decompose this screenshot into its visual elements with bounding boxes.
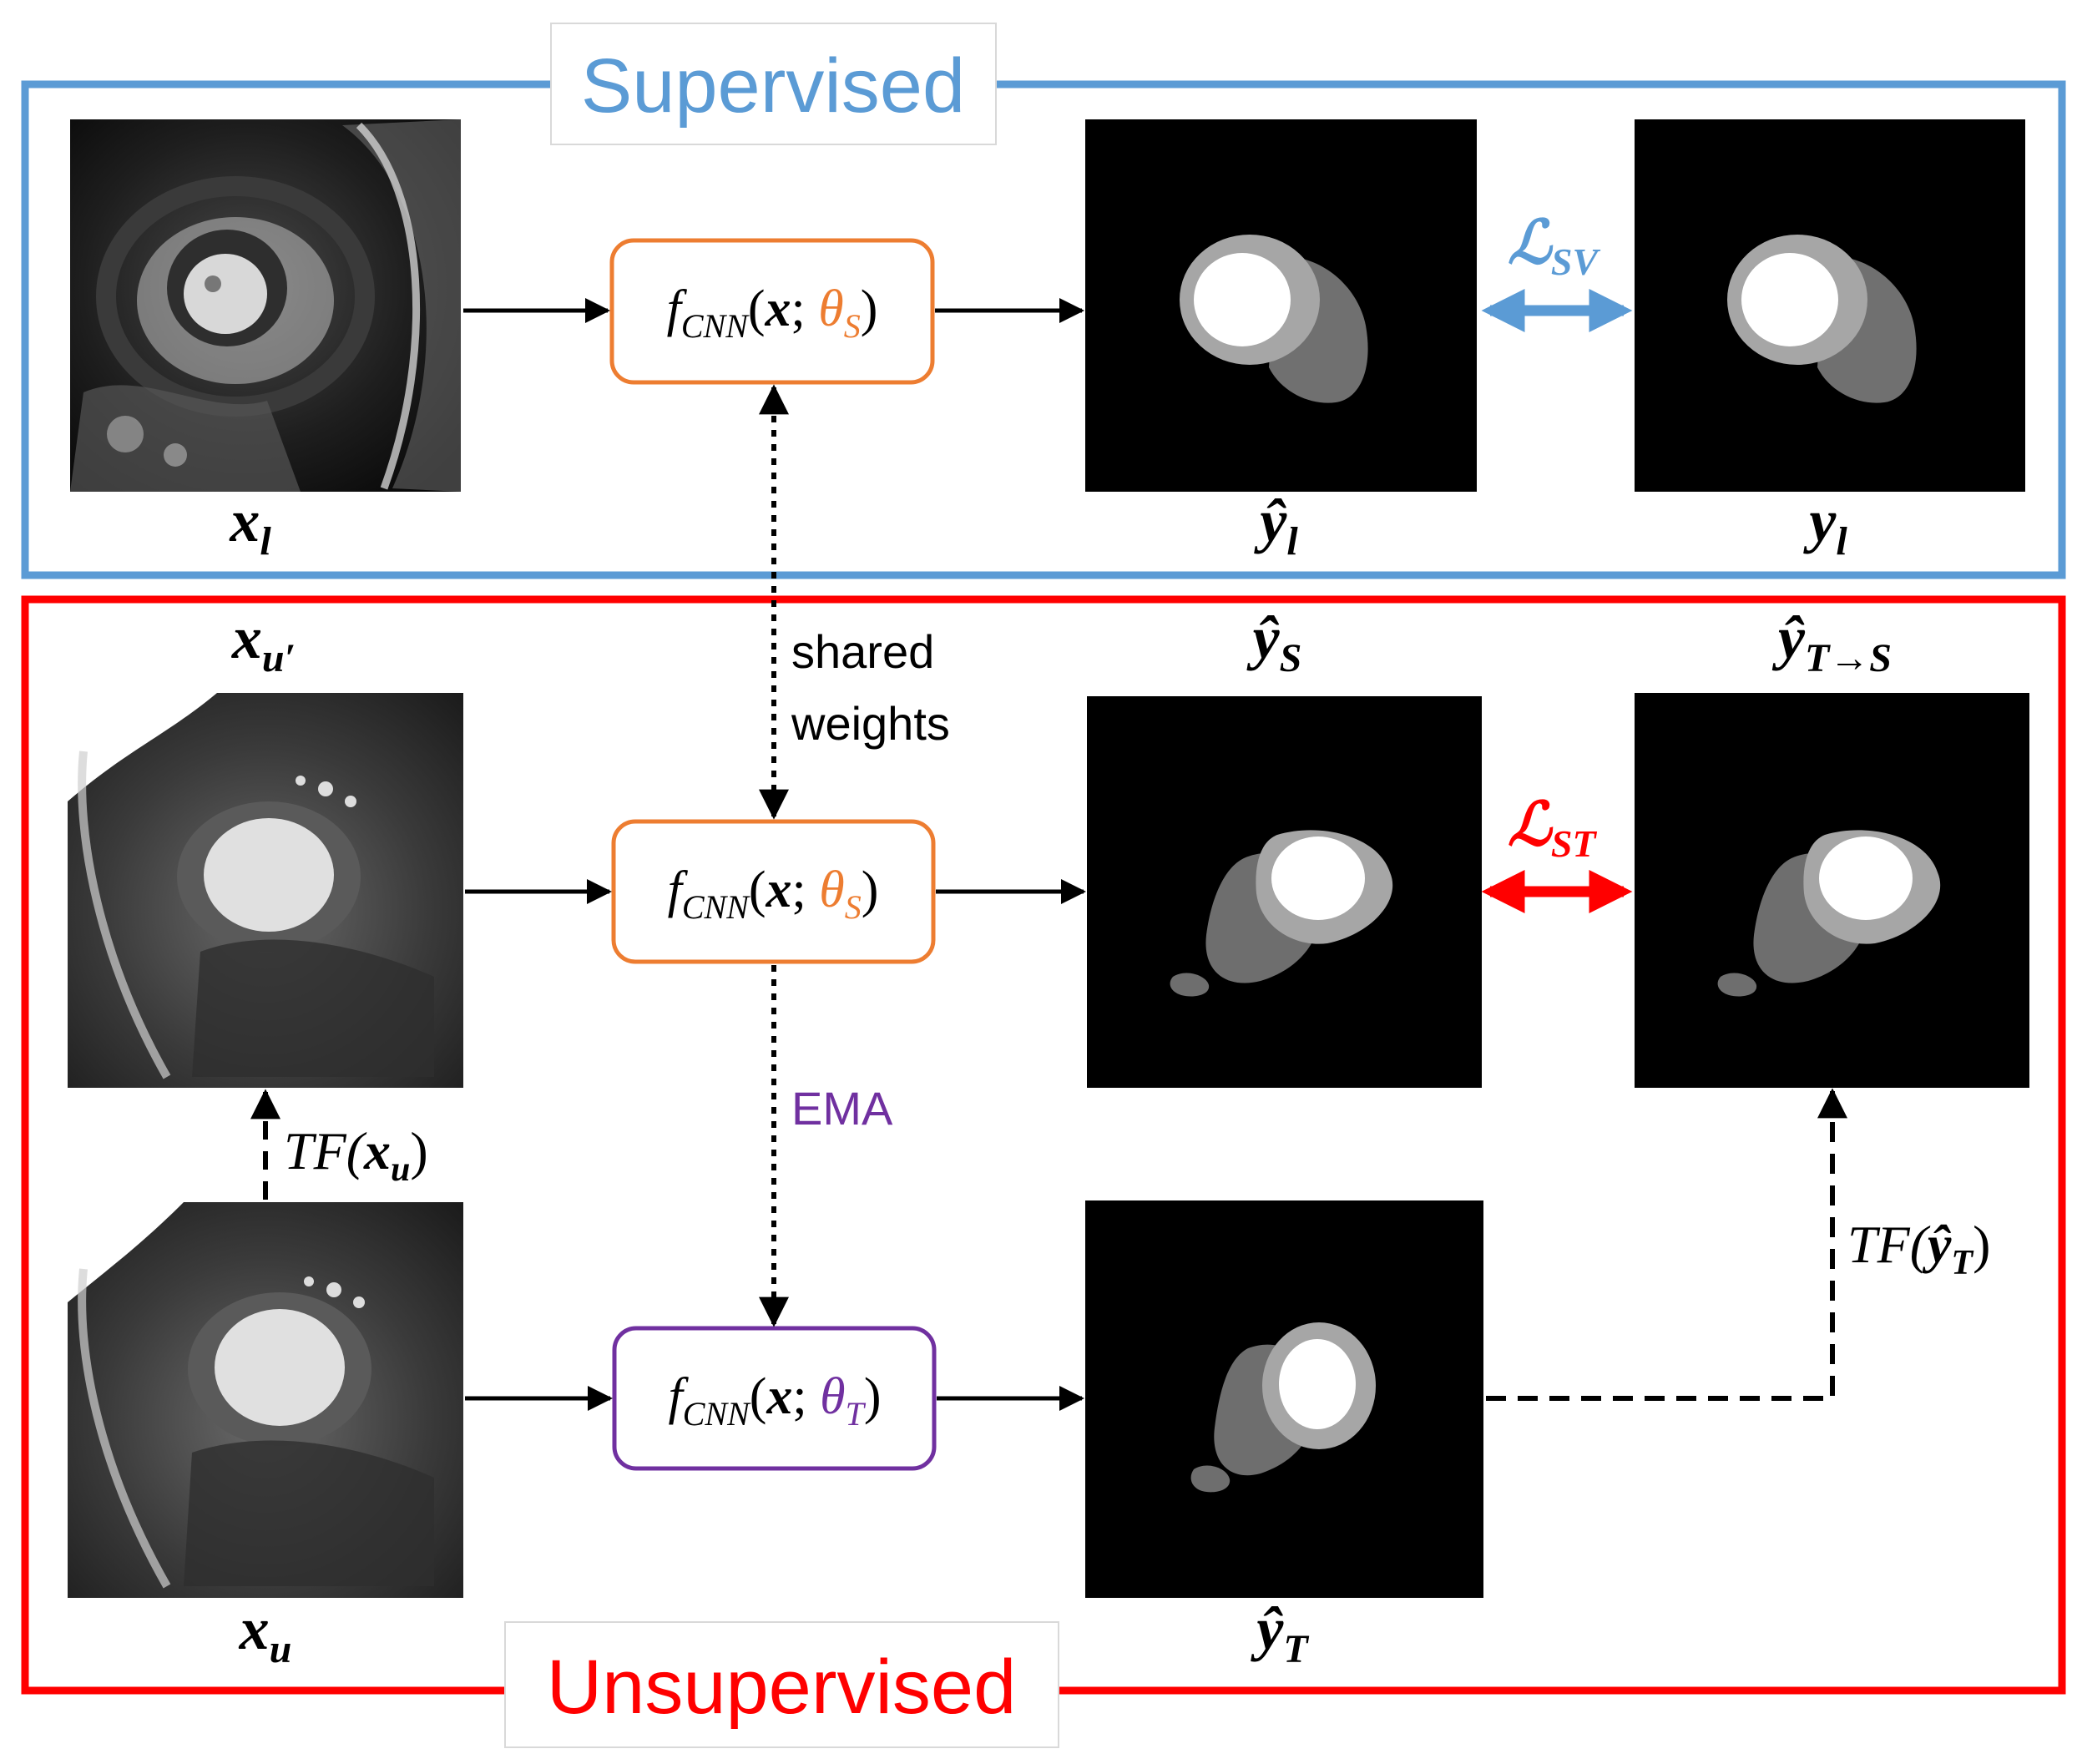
- teacher-network-label: fCNN(x; θT): [668, 1368, 881, 1433]
- tf-y-arrow: [1486, 1088, 1847, 1401]
- loss-st-label: ℒST: [1508, 791, 1597, 865]
- label-x-uprime: xu′: [231, 604, 296, 680]
- mri-image-x-l: [70, 119, 461, 492]
- student-network-box-middle: [611, 819, 936, 964]
- label-x-u: xu: [239, 1595, 292, 1671]
- seg-image-yhat-l: [1085, 119, 1477, 492]
- student-network-label-middle: fCNN(x; θS): [668, 862, 879, 926]
- tf-y-label: TF(ŷT): [1847, 1215, 1990, 1282]
- seg-image-yhat-ts: [1635, 693, 2029, 1088]
- label-yhat-ts: ŷT→S: [1771, 604, 1892, 680]
- teacher-network-box: [612, 1326, 937, 1471]
- label-yhat-t: ŷT: [1250, 1595, 1309, 1671]
- label-x-l: xl: [229, 488, 271, 564]
- supervised-frame: [21, 80, 2066, 579]
- loss-sv-label: ℒSV: [1508, 210, 1600, 283]
- unsupervised-title: Unsupervised: [547, 1645, 1017, 1730]
- student-network-label-top: fCNN(x; θS): [667, 281, 878, 345]
- seg-image-y-l: [1635, 119, 2025, 492]
- ema-label: EMA: [791, 1082, 893, 1135]
- mri-image-x-u: [68, 1202, 463, 1598]
- supervised-title-box: [550, 23, 997, 145]
- seg-image-yhat-s: [1087, 696, 1482, 1088]
- supervised-title: Supervised: [581, 43, 965, 129]
- tf-x-label: TF(xu): [284, 1121, 428, 1189]
- label-yhat-s: ŷS: [1246, 604, 1302, 680]
- label-y-l: yl: [1802, 488, 1847, 564]
- shared-weights-label-line2: weights: [791, 697, 950, 750]
- shared-weights-label-line1: shared: [791, 625, 934, 678]
- seg-image-yhat-t: [1085, 1200, 1483, 1598]
- student-network-box-top: [609, 238, 935, 385]
- mri-image-x-uprime: [68, 693, 463, 1088]
- unsupervised-title-box: [504, 1621, 1059, 1748]
- label-yhat-l: ŷl: [1253, 488, 1298, 564]
